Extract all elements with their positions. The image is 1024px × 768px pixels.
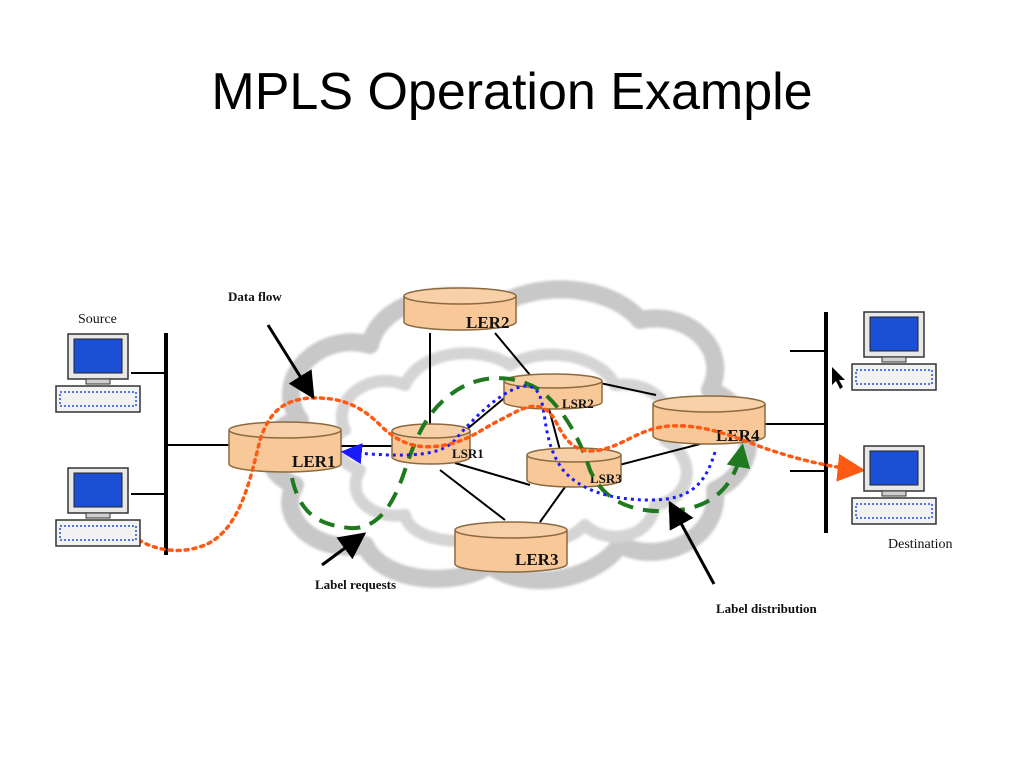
label-requests-label: Label requests <box>315 577 396 592</box>
router-ler2: LER2 <box>403 287 517 332</box>
router-ler2-label: LER2 <box>466 313 509 332</box>
router-lsr3-label: LSR3 <box>590 471 622 486</box>
router-ler3: LER3 <box>454 521 568 573</box>
label-distribution-label: Label distribution <box>716 601 818 616</box>
destination-computer-bottom <box>851 445 937 525</box>
destination-label: Destination <box>888 537 953 552</box>
destination-computer-top <box>851 311 937 391</box>
data-flow-path <box>137 396 866 553</box>
label-requests-pointer-arrow <box>321 532 367 567</box>
label-distribution-pointer-arrow <box>668 500 716 585</box>
router-ler4-label: LER4 <box>716 426 760 445</box>
router-ler1-label: LER1 <box>292 452 335 471</box>
page-title: MPLS Operation Example <box>211 63 813 121</box>
router-ler4: LER4 <box>652 395 766 445</box>
router-lsr2: LSR2 <box>503 373 603 411</box>
source-computer-top <box>55 333 141 413</box>
data-flow-label: Data flow <box>228 289 282 304</box>
router-ler1: LER1 <box>228 421 342 473</box>
mouse-cursor-icon <box>832 367 845 389</box>
source-computer-bottom <box>55 467 141 547</box>
router-ler3-label: LER3 <box>515 550 558 569</box>
data-flow-pointer-arrow <box>266 324 315 400</box>
router-lsr3: LSR3 <box>526 447 622 488</box>
router-lsr1-label: LSR1 <box>452 446 484 461</box>
router-lsr2-label: LSR2 <box>562 396 594 411</box>
source-label: Source <box>78 312 117 327</box>
